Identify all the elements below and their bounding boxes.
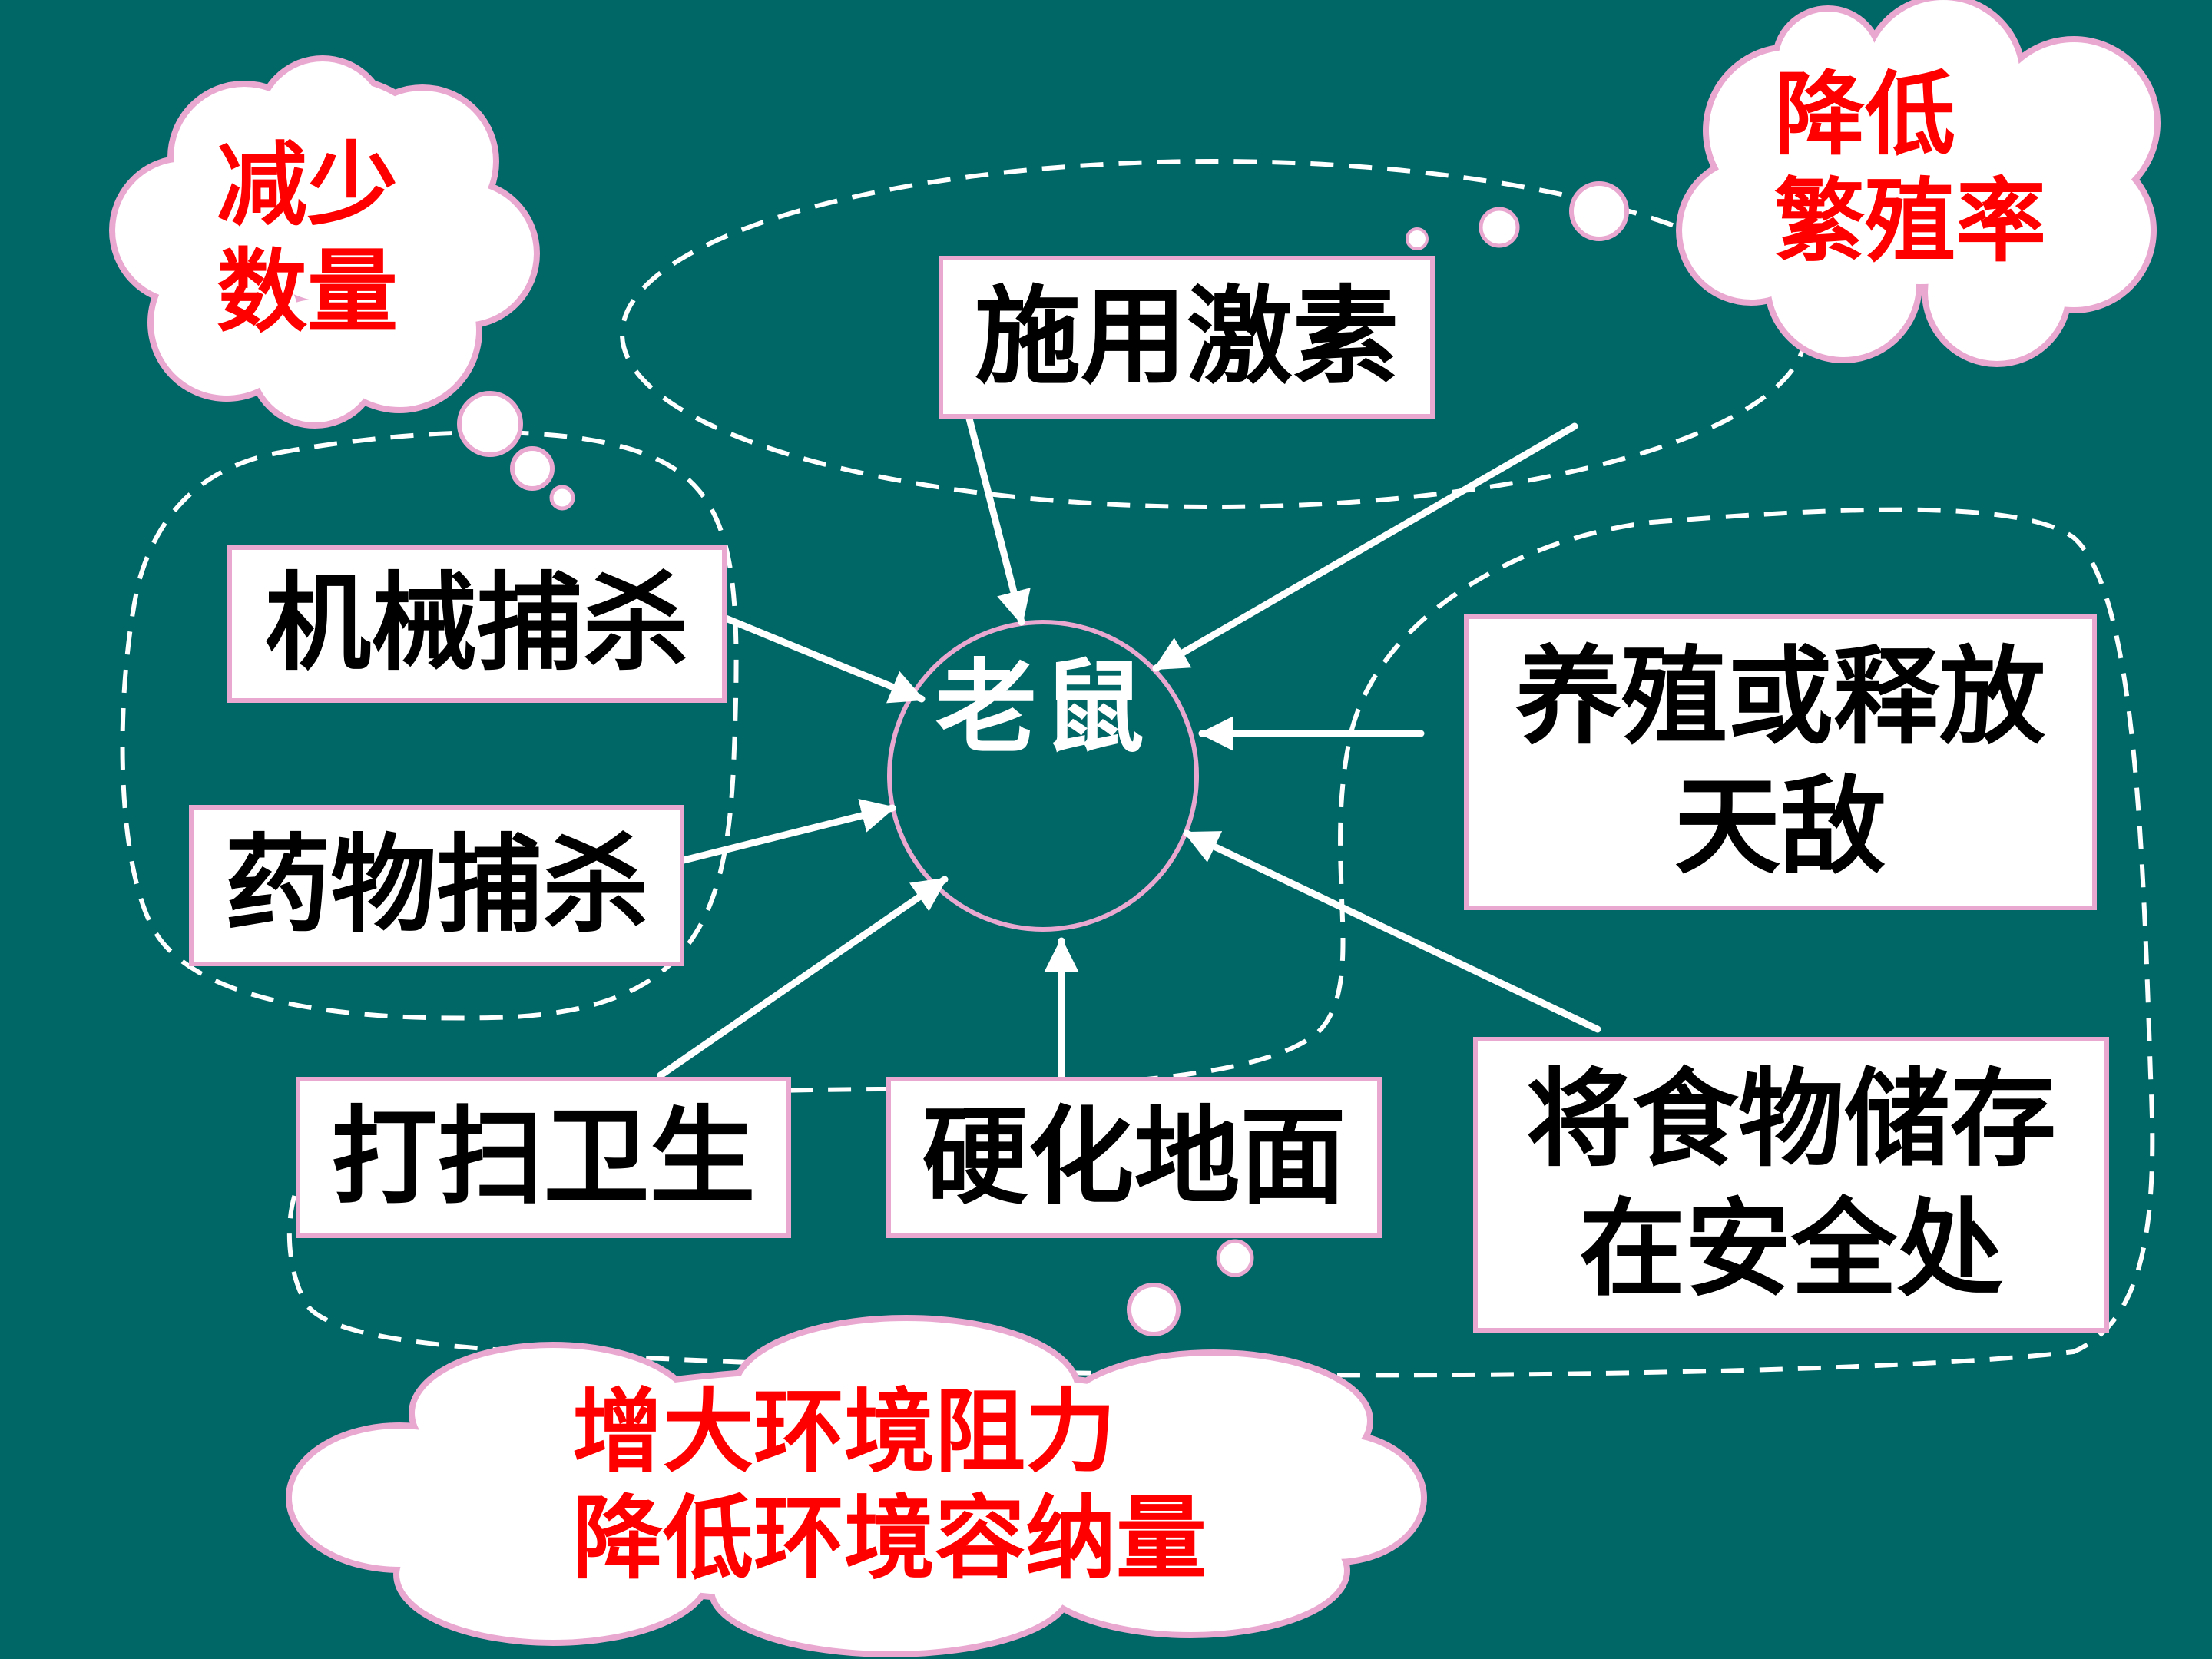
box-clean: 打扫卫生 bbox=[296, 1077, 791, 1238]
box-drug-kill: 药物捕杀 bbox=[189, 805, 684, 966]
box-natural-enemy: 养殖或释放 天敌 bbox=[1464, 614, 2097, 910]
arrow-birth-group bbox=[1152, 422, 1578, 672]
center-label-mouse: 老鼠 bbox=[935, 647, 1151, 767]
box-store-food-line2: 在安全处 bbox=[1578, 1187, 2003, 1311]
box-harden-ground: 硬化地面 bbox=[886, 1077, 1382, 1238]
arrow-drug bbox=[680, 798, 896, 864]
thought-bubble-dot bbox=[1127, 1283, 1181, 1336]
arrow-hormone bbox=[965, 415, 1031, 626]
box-mechanical-kill: 机械捕杀 bbox=[227, 545, 727, 703]
environment-cloud bbox=[286, 1315, 1427, 1657]
box-natural-enemy-line2: 天敌 bbox=[1674, 764, 1886, 889]
center-node bbox=[887, 620, 1199, 932]
box-harden-ground-label: 硬化地面 bbox=[922, 1094, 1346, 1219]
thought-bubble-dot bbox=[549, 485, 575, 511]
thought-bubble-dot bbox=[1216, 1239, 1254, 1277]
cloud-reduce-number-line1: 减少 bbox=[217, 132, 399, 238]
box-clean-label: 打扫卫生 bbox=[331, 1094, 756, 1219]
cloud-birth-rate-line1: 降低 bbox=[1774, 61, 1956, 167]
box-store-food: 将食物储存 在安全处 bbox=[1473, 1037, 2109, 1333]
thought-bubble-dot bbox=[1406, 227, 1429, 250]
thought-bubble-dot bbox=[510, 446, 555, 491]
cloud-reduce-number-text: 减少 数量 bbox=[217, 132, 398, 346]
cloud-environment-line2: 降低环境容纳量 bbox=[572, 1485, 1207, 1592]
box-hormone-label: 施用激素 bbox=[974, 274, 1399, 399]
birth-rate-cloud bbox=[1676, 0, 2161, 367]
thought-bubble-dot bbox=[1569, 181, 1629, 241]
arrow-clean bbox=[657, 876, 949, 1079]
cloud-environment-text: 增大环境阻力 降低环境容纳量 bbox=[572, 1379, 1207, 1592]
arrow-mechanical bbox=[722, 614, 926, 704]
arrow-store bbox=[1183, 830, 1601, 1033]
thought-bubble-dot bbox=[457, 391, 523, 457]
thought-bubble-dot bbox=[1479, 207, 1520, 248]
reduce-number-group-outline bbox=[120, 430, 739, 1021]
box-mechanical-kill-label: 机械捕杀 bbox=[264, 561, 689, 686]
cloud-reduce-number-line2: 数量 bbox=[217, 239, 399, 346]
cloud-birth-rate-text: 降低 繁殖率 bbox=[1774, 61, 2046, 275]
box-store-food-line1: 将食物储存 bbox=[1525, 1058, 2056, 1182]
cloud-environment-line1: 增大环境阻力 bbox=[572, 1379, 1117, 1485]
box-natural-enemy-line1: 养殖或释放 bbox=[1515, 635, 2045, 760]
reduce-number-cloud bbox=[109, 55, 540, 429]
box-hormone: 施用激素 bbox=[939, 256, 1435, 419]
cloud-birth-rate-line2: 繁殖率 bbox=[1774, 168, 2047, 275]
box-drug-kill-label: 药物捕杀 bbox=[224, 823, 649, 947]
